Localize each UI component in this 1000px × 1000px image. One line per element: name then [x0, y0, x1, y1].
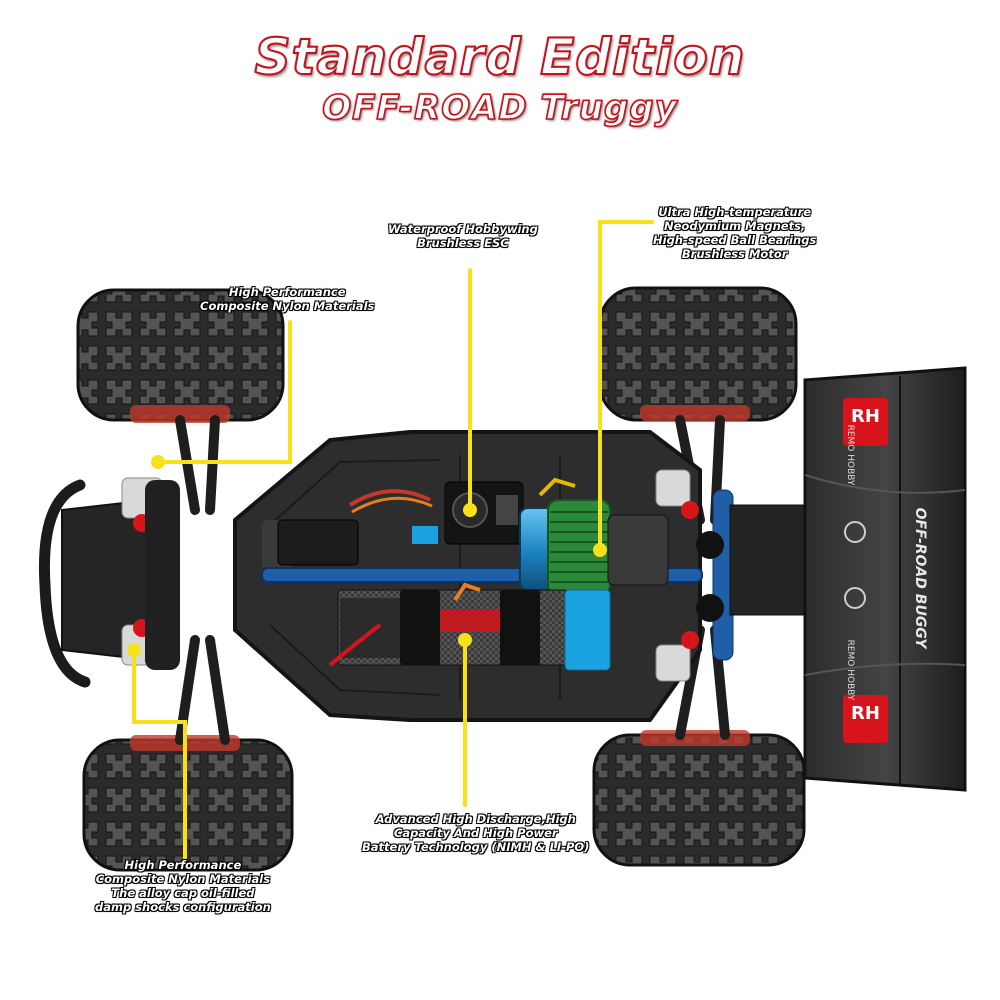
- headline-subtitle: OFF-ROAD Truggy: [321, 87, 678, 129]
- brand-logo-bottom: RH: [851, 703, 880, 724]
- callout-front-arms: High Performance Composite Nylon Materia…: [200, 285, 375, 313]
- callout-motor: Ultra High-temperature Neodymium Magnets…: [653, 205, 817, 261]
- callout-battery: Advanced High Discharge,High Capacity An…: [362, 812, 590, 854]
- callout-lines: [127, 220, 654, 860]
- headline-title: Standard Edition: [254, 27, 746, 87]
- rear-shock-top: [655, 469, 699, 519]
- brand-name-bottom: REMO HOBBY: [845, 639, 855, 701]
- brand-name-top: REMO HOBBY: [845, 424, 855, 486]
- rear-shock-bottom: [655, 631, 699, 682]
- rear-wing: [803, 366, 967, 792]
- body-clip-icon: [844, 587, 866, 609]
- tire-rear-left: [598, 286, 798, 422]
- battery-pack: [328, 582, 611, 671]
- tire-rear-right: [592, 730, 806, 867]
- brand-logo-top: RH: [851, 406, 880, 427]
- callout-esc: Waterproof Hobbywing Brushless ESC: [388, 222, 538, 250]
- callout-front-shocks: High Performance Composite Nylon Materia…: [95, 858, 271, 914]
- body-clip-icon: [844, 521, 866, 543]
- tire-front-right-bottom: [82, 735, 294, 872]
- wing-model-text: OFF-ROAD BUGGY: [912, 507, 928, 649]
